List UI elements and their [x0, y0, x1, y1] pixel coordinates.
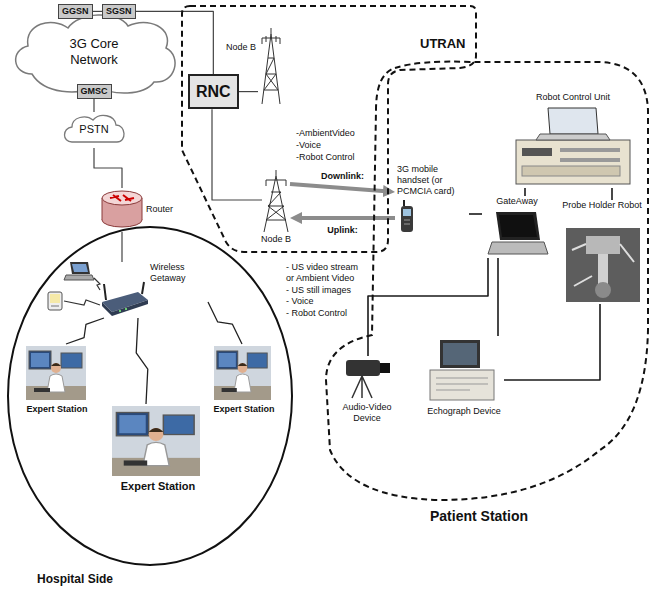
link-line — [93, 11, 102, 12]
node-label: Node B — [258, 234, 294, 245]
radio-link — [136, 318, 148, 404]
annotation-holder: - Voice — [286, 296, 368, 307]
laptop-icon — [64, 262, 94, 280]
probe-robot-photo — [566, 228, 640, 302]
node-label: Audio-Video Device — [336, 402, 398, 424]
handset-icon — [401, 200, 413, 232]
node-label: 3G mobile handset (or PCMCIA card) — [397, 164, 469, 196]
node-label: SGSN — [106, 6, 132, 17]
radio-arrow — [296, 216, 395, 220]
antenna-tower — [262, 28, 288, 232]
cable — [611, 188, 613, 200]
ggsn-box: GGSN — [58, 4, 93, 19]
wireless-gateway: Wireless Getaway — [98, 262, 208, 318]
expert-station: Expert Station — [106, 404, 210, 500]
node-b-tower: Node B — [262, 170, 290, 232]
mobile-handset: 3G mobile handset (or PCMCIA card) — [395, 162, 469, 234]
link-line — [212, 109, 262, 200]
node-label: Expert Station — [106, 480, 210, 493]
pda-icon — [48, 292, 62, 310]
hospital-region: Hospital SideRouterWireless GetawayExper… — [7, 226, 293, 566]
cable — [469, 213, 482, 215]
annotation: -Robot Control — [296, 152, 376, 163]
node-label: GateAway — [482, 196, 552, 207]
sgsn-box: SGSN — [102, 4, 136, 19]
router: Router — [98, 188, 188, 232]
node-label: Robot Control Unit — [512, 92, 634, 103]
annotation: - US still images — [286, 285, 368, 296]
cable — [524, 188, 526, 196]
robot-control-unit: Robot Control Unit — [512, 92, 634, 188]
expert-station: Expert Station — [212, 344, 276, 428]
annotation: - Voice — [286, 296, 368, 307]
edge-label: Uplink: — [326, 225, 359, 236]
camera-icon — [346, 360, 390, 398]
node-label: PSTN — [62, 123, 126, 136]
hospital-region-outline — [8, 227, 292, 565]
edge-label-holder: Uplink: — [326, 225, 359, 236]
gmsc-box: GMSC — [77, 84, 112, 99]
node-label: Echograph Device — [424, 406, 504, 417]
link-line — [121, 232, 122, 262]
gateaway-laptop-icon — [488, 212, 548, 254]
pstn-cloud: PSTN — [62, 112, 126, 148]
annotation: -Voice — [296, 140, 376, 151]
cable — [497, 258, 499, 336]
node-label: Router — [146, 204, 186, 215]
edge-label: Downlink: — [320, 171, 365, 182]
radio-link — [208, 302, 242, 344]
annotation-holder: -Robot Control — [296, 152, 376, 163]
cable — [368, 258, 488, 356]
patient-region-outline — [320, 56, 652, 506]
gateaway-laptop: GateAway — [482, 196, 552, 258]
echograph-icon — [430, 340, 494, 400]
annotation-holder: - US video stream or Ambient Video — [286, 262, 368, 284]
node-label: Expert Station — [22, 404, 92, 415]
probe-holder-robot: Probe Holder Robot — [560, 200, 644, 304]
core-network-cloud-outline — [16, 15, 175, 93]
node-label: Expert Station — [212, 404, 276, 415]
radio-link-symbol — [64, 278, 100, 305]
link-line — [94, 148, 122, 188]
node-label: Wireless Getaway — [150, 262, 206, 284]
cable — [504, 304, 600, 380]
annotation-holder: - Robot Control — [286, 308, 368, 319]
core-network-cloud: 3G Core Network — [8, 10, 180, 94]
router-icon — [102, 191, 142, 227]
node-label: Node B — [220, 42, 256, 53]
link-line — [239, 91, 258, 92]
expert-station: Expert Station — [22, 344, 92, 428]
node-label: Probe Holder Robot — [560, 200, 644, 211]
edge-label-holder: Downlink: — [320, 171, 365, 182]
annotation: - Robot Control — [286, 308, 368, 319]
node-b-tower: Node B — [258, 28, 284, 104]
node-label: RNC — [196, 82, 231, 101]
node-label: 3G Core Network — [49, 36, 139, 67]
node-label: Hospital Side — [37, 572, 177, 586]
utran-region-outline — [182, 6, 476, 252]
link-line — [93, 99, 94, 112]
node-label: UTRAN — [420, 36, 476, 52]
radio-link — [66, 318, 104, 344]
node-label: GMSC — [81, 86, 108, 97]
robot-control-unit-icon — [516, 108, 630, 184]
node-label: Patient Station — [430, 508, 580, 525]
annotation-holder: -Voice — [296, 140, 376, 151]
annotation: -AmbientVideo — [296, 128, 376, 139]
annotation-holder: -AmbientVideo — [296, 128, 376, 139]
wireless-gateway-icon — [102, 282, 148, 316]
audio-video-device: Audio-Video Device — [336, 356, 398, 430]
annotation-holder: - US still images — [286, 285, 368, 296]
rnc-box: RNC — [188, 74, 239, 109]
echograph-device: Echograph Device — [424, 336, 504, 432]
patient-region-outline — [326, 62, 648, 500]
node-label: GGSN — [62, 6, 89, 17]
patient-region: Patient Station3G mobile handset (or PCM… — [320, 56, 652, 506]
annotation: - US video stream or Ambient Video — [286, 262, 368, 284]
